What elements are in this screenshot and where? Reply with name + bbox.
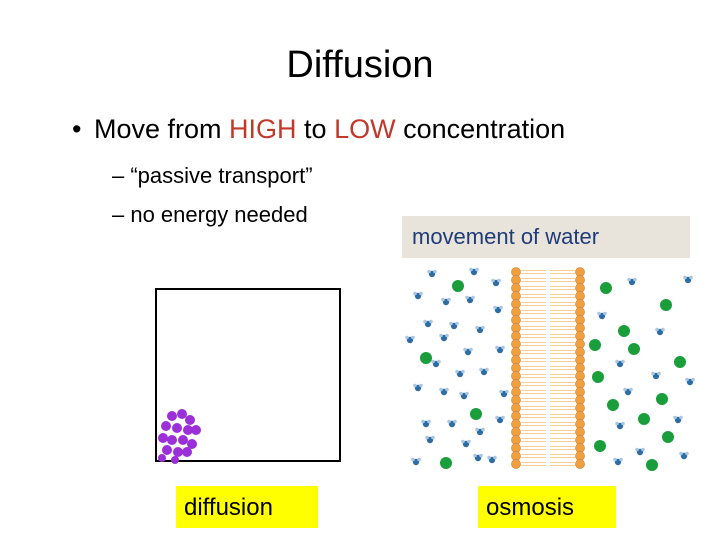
- sub-bullet-passive: – “passive transport”: [112, 163, 313, 188]
- bullet-middle: to: [296, 114, 335, 144]
- bullet-dot-icon: •: [72, 114, 82, 144]
- osmosis-label: osmosis: [478, 486, 616, 528]
- purple-molecule-cluster-icon: [158, 409, 201, 464]
- diffusion-container: [155, 288, 341, 462]
- water-molecules-icon: [405, 267, 695, 466]
- bullet-suffix: concentration: [395, 114, 566, 144]
- bullet-high: HIGH: [229, 114, 297, 144]
- lipid-bilayer-membrane-icon: [511, 267, 585, 469]
- bullet-prefix: Move from: [94, 114, 230, 144]
- diffusion-label: diffusion: [176, 486, 318, 528]
- water-movement-label: movement of water: [402, 216, 690, 258]
- green-solute-molecules-icon: [420, 280, 686, 471]
- bullet-low: LOW: [334, 114, 396, 144]
- main-bullet: • Move from HIGH to LOW concentration: [72, 114, 565, 145]
- slide-title: Diffusion: [286, 44, 434, 86]
- sub-bullet-energy: – no energy needed: [112, 202, 308, 227]
